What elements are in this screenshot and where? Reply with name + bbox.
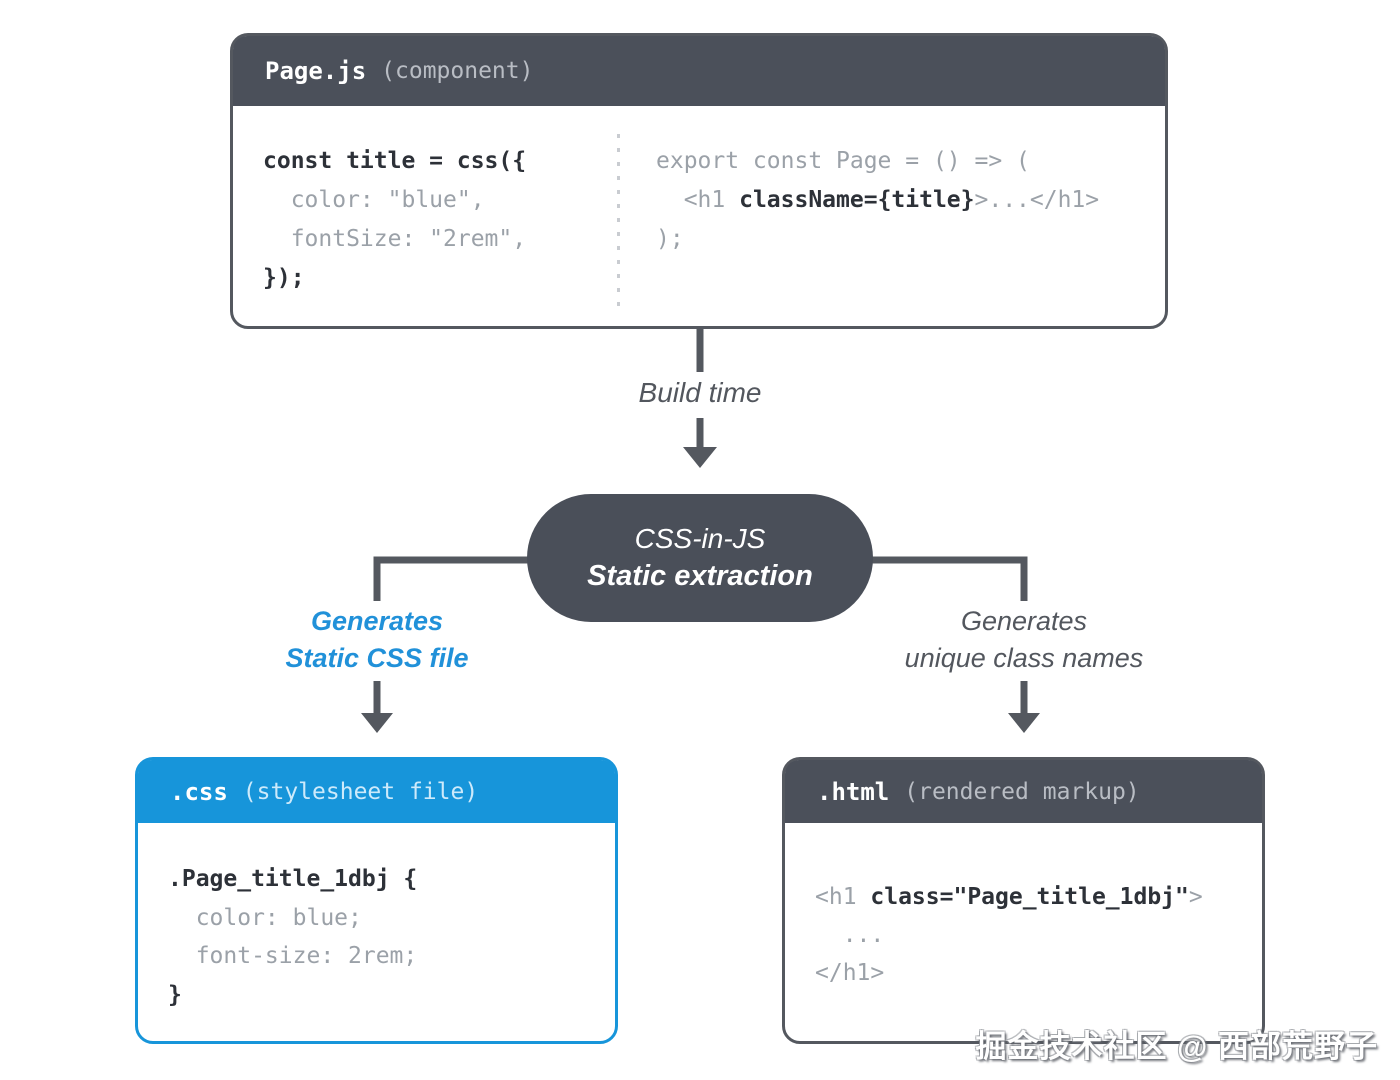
css-box-header: .css (stylesheet file) — [138, 760, 615, 823]
code-line: color: blue; — [168, 904, 362, 931]
code-segment: class="Page_title_1dbj" — [870, 884, 1189, 910]
left-branch-elbow — [373, 556, 530, 601]
code-line: <h1 className={title}>...</h1> — [656, 181, 1165, 220]
code-line: }); — [263, 265, 305, 291]
code-line: ); — [656, 226, 684, 252]
css-box-body: .Page_title_1dbj { color: blue; font-siz… — [138, 823, 615, 1014]
code-segment: <h1 — [815, 884, 871, 910]
code-line: const title = css({ — [263, 148, 527, 174]
right-arrow-head — [1008, 713, 1040, 733]
right-branch-line1: Generates — [960, 606, 1088, 636]
code-segment: <h1 — [656, 187, 740, 213]
code-line: } — [168, 981, 182, 1008]
right-branch-elbow — [870, 556, 1028, 601]
right-branch-label: Generates unique class names — [844, 603, 1204, 677]
code-segment: > — [1188, 884, 1203, 910]
css-box-subtitle: (stylesheet file) — [242, 778, 479, 805]
dotted-divider — [617, 134, 620, 312]
build-time-label: Build time — [638, 377, 762, 408]
code-line: export const Page = () => ( — [656, 148, 1030, 174]
code-line: </h1> — [815, 960, 885, 986]
left-branch-line1: Generates — [310, 606, 444, 636]
pagejs-component-box: Page.js (component) const title = css({ … — [230, 33, 1168, 329]
html-markup-box: .html (rendered markup) <h1 class="Page_… — [782, 757, 1265, 1044]
html-box-subtitle: (rendered markup) — [904, 778, 1140, 805]
left-branch-line2: Static CSS file — [285, 643, 469, 673]
code-line: <h1 class="Page_title_1dbj"> — [815, 878, 1262, 916]
html-box-body: <h1 class="Page_title_1dbj"> ... </h1> — [785, 823, 1262, 992]
code-line: .Page_title_1dbj { — [168, 866, 418, 892]
code-segment: >...</h1> — [974, 187, 1100, 213]
code-line: ... — [815, 922, 885, 948]
watermark-text: 掘金技术社区 @ 西部荒野子 — [975, 1029, 1378, 1064]
pagejs-box-subtitle: (component) — [381, 58, 534, 84]
pill-title: CSS-in-JS — [634, 523, 766, 554]
css-stylesheet-box: .css (stylesheet file) .Page_title_1dbj … — [135, 757, 618, 1044]
html-box-header: .html (rendered markup) — [785, 760, 1262, 823]
code-line: fontSize: "2rem", — [263, 226, 527, 252]
pill-subtitle: Static extraction — [587, 560, 813, 592]
pagejs-box-title: Page.js — [265, 57, 367, 85]
css-box-title: .css — [170, 777, 228, 806]
code-line: color: "blue", — [263, 187, 485, 213]
arrow-top-head — [683, 447, 717, 468]
pagejs-box-body: const title = css({ color: "blue", fontS… — [233, 106, 1165, 326]
css-in-js-pill: CSS-in-JS Static extraction — [527, 494, 873, 622]
left-branch-label: Generates Static CSS file — [217, 603, 537, 677]
pagejs-box-header: Page.js (component) — [233, 36, 1165, 106]
html-box-title: .html — [817, 777, 890, 806]
code-segment: className={title} — [739, 187, 975, 213]
pagejs-right-code: export const Page = () => ( <h1 classNam… — [620, 106, 1165, 326]
code-line: font-size: 2rem; — [168, 943, 418, 969]
right-branch-line2: unique class names — [904, 643, 1144, 673]
pagejs-left-code: const title = css({ color: "blue", fontS… — [233, 106, 617, 326]
left-arrow-head — [361, 713, 393, 733]
